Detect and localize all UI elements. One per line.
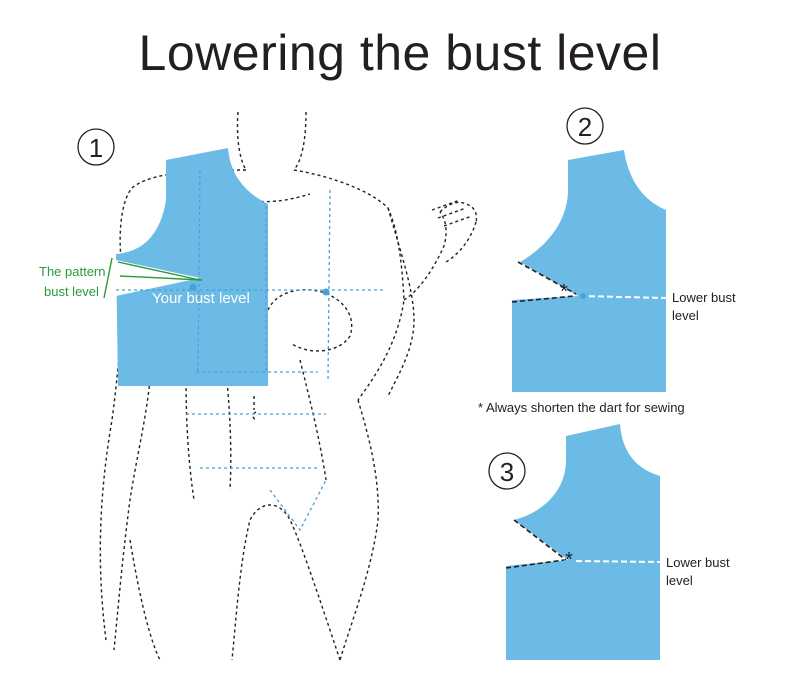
dart-note: * Always shorten the dart for sewing [478, 400, 685, 415]
bust-point-left [189, 283, 197, 291]
lower-bust-line-2 [579, 295, 667, 299]
your-bust-label: Your bust level [152, 290, 250, 307]
pattern-bust-label-line1: The pattern [39, 264, 106, 279]
step-1-circle [77, 128, 115, 166]
figure-3: 3 * Lower bust level [488, 424, 730, 660]
bust-point-2 [580, 293, 586, 299]
pattern-bust-marker [103, 257, 203, 299]
pattern-bust-label-line2: bust level [44, 284, 99, 299]
pattern-piece-1 [116, 148, 268, 386]
figure-2: 2 * Lower bust level * Always shorten th… [478, 107, 736, 415]
step-2-circle [566, 107, 604, 145]
pattern-piece-2 [512, 150, 666, 392]
step-2-number: 2 [578, 112, 592, 142]
guide-lines-1 [116, 169, 384, 532]
step-3-circle [488, 452, 526, 490]
step-1-number: 1 [89, 133, 103, 163]
lower-bust-label-2-line1: Lower bust [672, 290, 736, 305]
pattern-piece-3 [506, 424, 660, 660]
lower-bust-label-2-line2: level [672, 308, 699, 323]
dart-lines-3 [505, 519, 567, 569]
page-title: Lowering the bust level [138, 25, 662, 81]
bust-point-right [322, 288, 330, 296]
figure-1: 1 [39, 111, 478, 661]
lower-bust-label-3-line1: Lower bust [666, 555, 730, 570]
asterisk-icon: * [560, 281, 568, 303]
lower-bust-line-3 [575, 560, 661, 563]
body-outline [99, 111, 478, 661]
step-3-number: 3 [500, 457, 514, 487]
dart-lines-2 [511, 261, 577, 303]
lower-bust-label-3-line2: level [666, 573, 693, 588]
asterisk-icon: * [565, 549, 573, 571]
